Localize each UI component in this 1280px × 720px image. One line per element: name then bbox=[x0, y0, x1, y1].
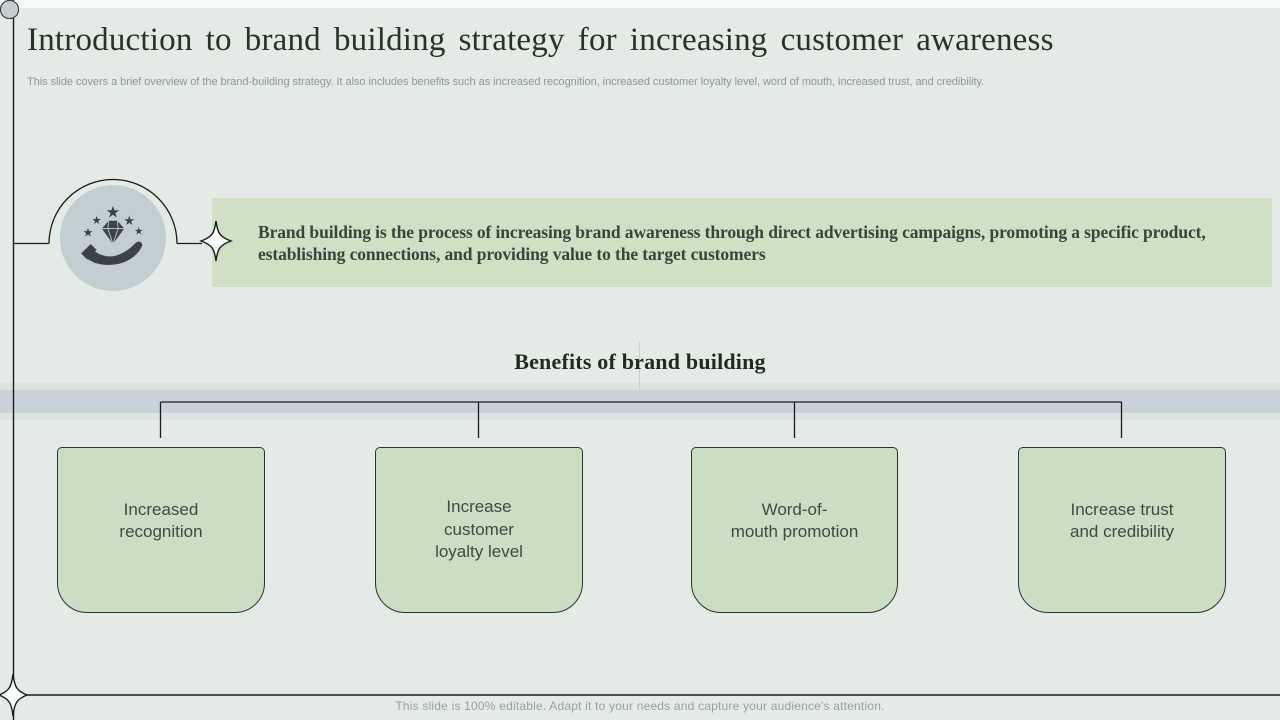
svg-text:★: ★ bbox=[106, 202, 121, 221]
benefit-card-trust-credibility: Increase trust and credibility bbox=[1018, 447, 1226, 613]
page-subtitle: This slide covers a brief overview of th… bbox=[27, 76, 985, 88]
benefit-card-word-of-mouth: Word-of- mouth promotion bbox=[691, 447, 898, 613]
svg-text:★: ★ bbox=[124, 214, 136, 229]
definition-text: Brand building is the process of increas… bbox=[258, 221, 1206, 264]
top-edge-strip bbox=[0, 0, 1280, 8]
benefit-label: Increase customer loyalty level bbox=[435, 497, 523, 562]
benefit-label: Word-of- mouth promotion bbox=[730, 499, 859, 542]
hand-with-diamond-and-stars-icon: ★ ★ ★ ★ ★ bbox=[81, 202, 143, 265]
footer-note: This slide is 100% editable. Adapt it to… bbox=[395, 699, 885, 713]
four-point-sparkle-icon bbox=[0, 673, 29, 717]
svg-text:★: ★ bbox=[134, 226, 143, 238]
hub-arc bbox=[48, 178, 178, 244]
benefit-label: Increased recognition bbox=[119, 499, 203, 542]
definition-banner: Brand building is the process of increas… bbox=[212, 198, 1272, 287]
svg-text:★: ★ bbox=[83, 225, 94, 239]
hub-circle: ★ ★ ★ ★ ★ bbox=[60, 185, 166, 291]
center-guide-line bbox=[639, 342, 640, 391]
benefit-card-customer-loyalty: Increase customer loyalty level bbox=[375, 447, 583, 613]
benefit-label: Increase trust and credibility bbox=[1070, 499, 1174, 542]
benefit-card-increased-recognition: Increased recognition bbox=[57, 447, 265, 613]
connector-node bbox=[0, 0, 19, 19]
four-point-sparkle-icon bbox=[199, 220, 233, 262]
benefits-heading: Benefits of brand building bbox=[514, 349, 766, 374]
page-title: Introduction to brand building strategy … bbox=[27, 22, 1054, 58]
svg-text:★: ★ bbox=[92, 214, 102, 227]
